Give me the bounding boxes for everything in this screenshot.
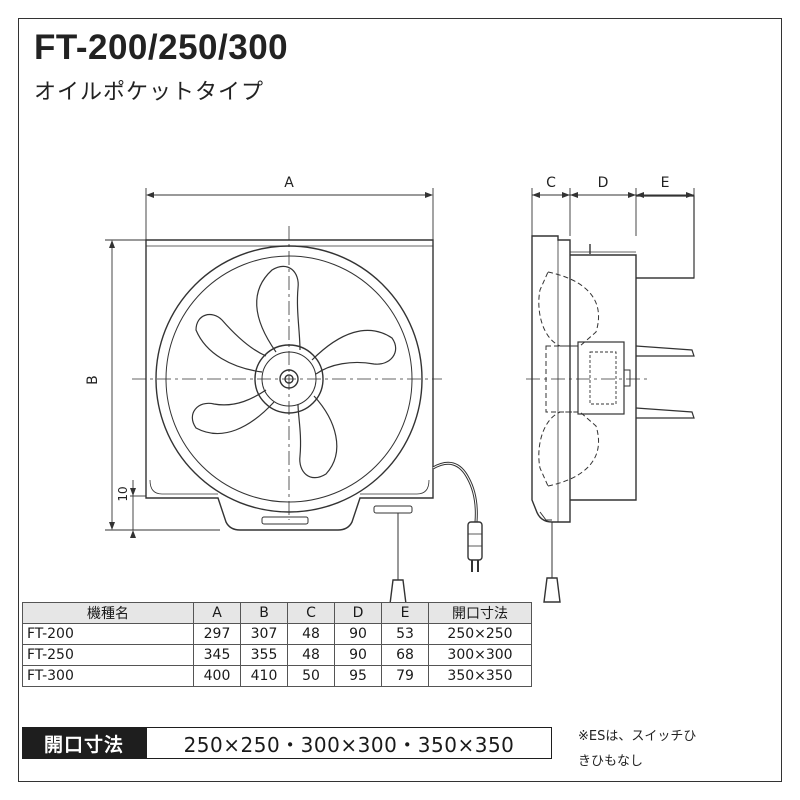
page-title: FT-200/250/300	[34, 28, 289, 67]
cell-b: 307	[240, 623, 288, 645]
blade-silhouette-bottom	[538, 411, 600, 487]
table-row: FT-300 400 410 50 95 79 350×350	[22, 665, 532, 687]
motor-core	[589, 351, 617, 405]
arrow-d-left	[570, 192, 578, 198]
opening-size-label: 開口寸法	[22, 727, 146, 759]
power-cord-inner	[432, 462, 477, 523]
arrow-c-left	[532, 192, 540, 198]
power-cord	[432, 461, 478, 523]
cell-e: 53	[381, 623, 429, 645]
side-front-panel	[531, 235, 571, 523]
side-view	[526, 188, 695, 603]
dimension-e-label: E	[661, 175, 670, 191]
arrow-d-right	[628, 192, 636, 198]
cell-model: FT-250	[22, 644, 194, 666]
dimension-b-label: B	[85, 375, 101, 385]
header-c: C	[287, 602, 335, 624]
arrow-a-right	[425, 192, 433, 198]
side-bottom-hook	[539, 511, 552, 521]
power-plug	[467, 521, 483, 561]
side-housing	[570, 254, 637, 501]
cell-a: 400	[193, 665, 241, 687]
cell-b: 410	[240, 665, 288, 687]
table-row: FT-250 345 355 48 90 68 300×300	[22, 644, 532, 666]
side-pull-cord-handle	[543, 577, 561, 603]
arrow-e-left	[636, 192, 644, 198]
cell-opening: 350×350	[428, 665, 532, 687]
arrow-b-bottom	[109, 522, 115, 530]
arrow-b-top	[109, 240, 115, 248]
cell-b: 355	[240, 644, 288, 666]
fan-blade	[311, 329, 397, 375]
cell-opening: 300×300	[428, 644, 532, 666]
blade-silhouette-top	[538, 271, 600, 347]
dimension-c-label: C	[546, 175, 556, 191]
table-header-row: 機種名 A B C D E 開口寸法	[22, 602, 532, 624]
motor-shaft	[623, 369, 631, 387]
arrow-a-left	[146, 192, 154, 198]
cell-opening: 250×250	[428, 623, 532, 645]
header-e: E	[381, 602, 429, 624]
fan-blade	[297, 395, 338, 479]
oil-pocket-slot	[261, 516, 309, 525]
front-view	[105, 188, 483, 605]
dimension-d-label: D	[598, 175, 609, 191]
cell-a: 297	[193, 623, 241, 645]
pull-cord-handle	[389, 579, 407, 605]
mounting-bracket-bottom	[635, 407, 695, 419]
header-opening: 開口寸法	[428, 602, 532, 624]
cell-e: 68	[381, 644, 429, 666]
footnote-line: ※ESは、スイッチひ	[578, 729, 697, 744]
cell-model: FT-200	[22, 623, 194, 645]
fan-blades	[191, 265, 397, 479]
footnote-line: きひもなし	[578, 754, 644, 769]
arrow-10-top	[130, 488, 136, 496]
front-bottom-left-detail	[149, 479, 218, 495]
mounting-bracket-middle	[635, 345, 695, 357]
front-bottom-right-detail	[360, 479, 430, 495]
arrow-e-right	[686, 192, 694, 198]
cell-e: 79	[381, 665, 429, 687]
cell-c: 48	[287, 623, 335, 645]
spec-table: 機種名 A B C D E 開口寸法 FT-200 297 307 48 90 …	[22, 602, 532, 687]
arrow-10-bottom	[130, 530, 136, 538]
header-a: A	[193, 602, 241, 624]
cell-a: 345	[193, 644, 241, 666]
fan-blade	[195, 313, 267, 373]
footnote: ※ESは、スイッチひ きひもなし	[578, 724, 748, 774]
motor-body	[577, 341, 625, 415]
arrow-c-right	[562, 192, 570, 198]
page-subtitle: オイルポケットタイプ	[34, 80, 265, 105]
cell-d: 95	[334, 665, 382, 687]
switch-slot	[373, 505, 413, 514]
header-model: 機種名	[22, 602, 194, 624]
front-body-outline	[145, 239, 434, 531]
cell-c: 48	[287, 644, 335, 666]
opening-size-value: 250×250・300×300・350×350	[146, 727, 552, 759]
fan-blade	[191, 389, 275, 435]
fan-blade	[256, 265, 301, 353]
cell-model: FT-300	[22, 665, 194, 687]
header-b: B	[240, 602, 288, 624]
cell-d: 90	[334, 623, 382, 645]
table-row: FT-200 297 307 48 90 53 250×250	[22, 623, 532, 645]
cell-c: 50	[287, 665, 335, 687]
page-frame	[18, 18, 782, 782]
mounting-bracket-top	[636, 195, 695, 279]
header-d: D	[334, 602, 382, 624]
cell-d: 90	[334, 644, 382, 666]
dimension-10-label: 10	[116, 486, 130, 501]
dimension-a-label: A	[284, 175, 294, 191]
